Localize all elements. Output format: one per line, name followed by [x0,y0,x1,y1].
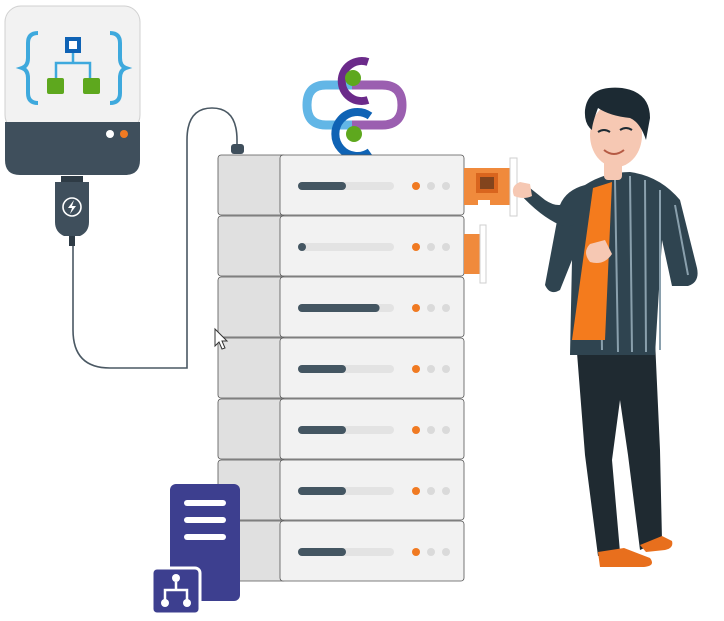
status-led [412,304,420,312]
pants [576,340,662,556]
power-cable [72,107,238,369]
rack-unit [217,520,465,582]
logic-app-device [4,5,141,246]
progress-fill [298,182,346,190]
cable-plug [231,144,244,154]
progress-fill [298,548,346,556]
hand-right [586,240,612,263]
rack-unit [217,398,465,460]
status-led [427,304,435,312]
hair [584,87,650,140]
status-led [412,548,420,556]
rack-unit [217,337,465,399]
rack-unit [217,215,465,277]
status-led [427,365,435,373]
status-led [427,243,435,251]
logic-app-icon [15,31,133,105]
progress-fill [298,365,346,373]
progress-track [298,243,394,251]
rack-unit [217,459,465,521]
status-led [412,182,420,190]
shoe-left [598,548,652,567]
progress-fill [298,304,380,312]
rack-unit-side [217,154,287,216]
status-led [412,243,420,251]
rack-unit-side [217,276,287,338]
usb-neck [61,176,83,182]
shoe-right [640,536,673,552]
status-led [427,548,435,556]
progress-fill [298,426,346,434]
face [590,103,642,167]
person-figure [512,87,698,567]
status-led [442,182,450,190]
integration-account-icon [302,57,407,160]
cursor-icon [214,327,229,350]
rack-unit-side [217,215,287,277]
progress-fill [298,487,346,495]
device-led-white [106,130,114,138]
status-led [427,426,435,434]
progress-fill [298,243,306,251]
arm [520,186,582,227]
device-led-orange [120,130,128,138]
status-led [412,426,420,434]
status-led [442,426,450,434]
device-bottom [5,122,140,175]
rack-unit-side [217,337,287,399]
status-led [442,243,450,251]
rack-unit [217,276,465,338]
expansion-card-bottom [464,224,487,284]
status-led [412,487,420,495]
status-led [442,365,450,373]
hand-left [512,182,532,198]
status-led [442,304,450,312]
rack-unit [217,154,465,216]
status-led [442,548,450,556]
rack-unit-side [217,398,287,460]
status-led [442,487,450,495]
status-led [412,365,420,373]
shirt [545,172,698,355]
power-bolt-icon [62,197,82,217]
server-rack [217,154,465,582]
hierarchy-icon [150,566,202,616]
status-led [427,487,435,495]
status-led [427,182,435,190]
expansion-card-top [464,157,518,217]
